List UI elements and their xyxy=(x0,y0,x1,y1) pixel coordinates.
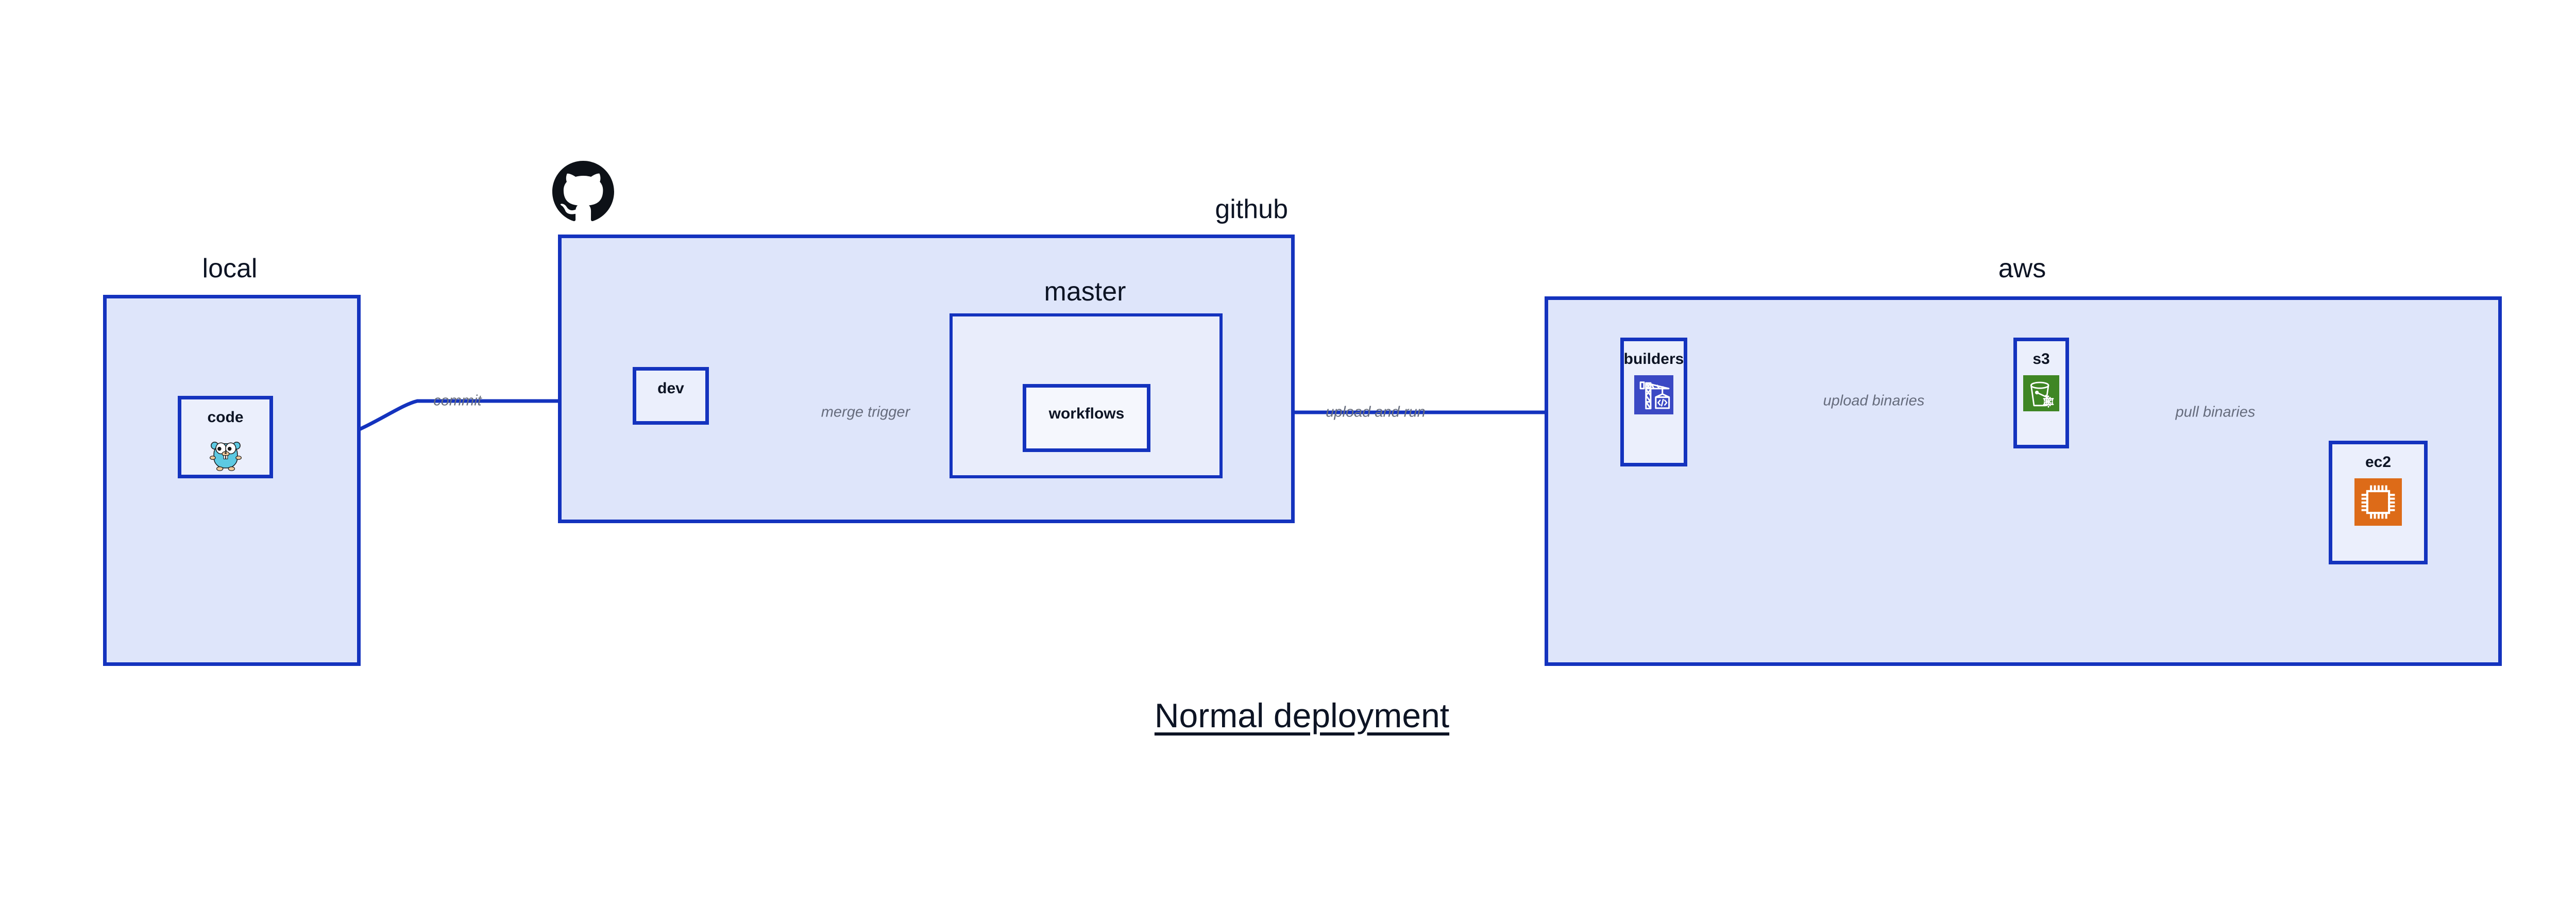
node-label-dev: dev xyxy=(657,380,684,397)
edge-label-merge-trigger: merge trigger xyxy=(821,404,910,421)
node-label-ec2: ec2 xyxy=(2365,454,2392,471)
node-ec2[interactable]: ec2 xyxy=(2329,441,2428,564)
node-workflows[interactable]: workflows xyxy=(1023,384,1150,452)
edge-label-commit: commit xyxy=(433,392,482,409)
go-gopher-icon xyxy=(206,433,245,473)
aws-s3-bucket-icon xyxy=(2023,375,2059,411)
node-label-s3: s3 xyxy=(2032,350,2050,368)
node-code[interactable]: code xyxy=(178,396,273,478)
group-label-aws: aws xyxy=(1998,254,2046,283)
node-label-code: code xyxy=(207,409,244,426)
github-octocat-logo xyxy=(552,161,614,223)
node-label-builders: builders xyxy=(1623,350,1684,368)
aws-ec2-chip-icon xyxy=(2354,478,2402,526)
node-label-workflows: workflows xyxy=(1048,405,1125,422)
aws-builders-crane-icon xyxy=(1634,375,1673,414)
edge-label-upload-binaries: upload binaries xyxy=(1823,392,1925,409)
group-label-master: master xyxy=(1044,277,1126,307)
edge-label-pull-binaries: pull binaries xyxy=(2175,404,2256,421)
diagram-title: Normal deployment xyxy=(1154,696,1450,734)
group-local xyxy=(103,295,361,666)
group-label-github: github xyxy=(1215,194,1288,224)
node-s3[interactable]: s3 xyxy=(2013,338,2069,448)
group-label-local: local xyxy=(202,254,258,283)
node-dev[interactable]: dev xyxy=(633,367,709,425)
edge-label-upload-and-run: upload and run xyxy=(1326,404,1426,421)
node-builders[interactable]: builders xyxy=(1620,338,1687,466)
